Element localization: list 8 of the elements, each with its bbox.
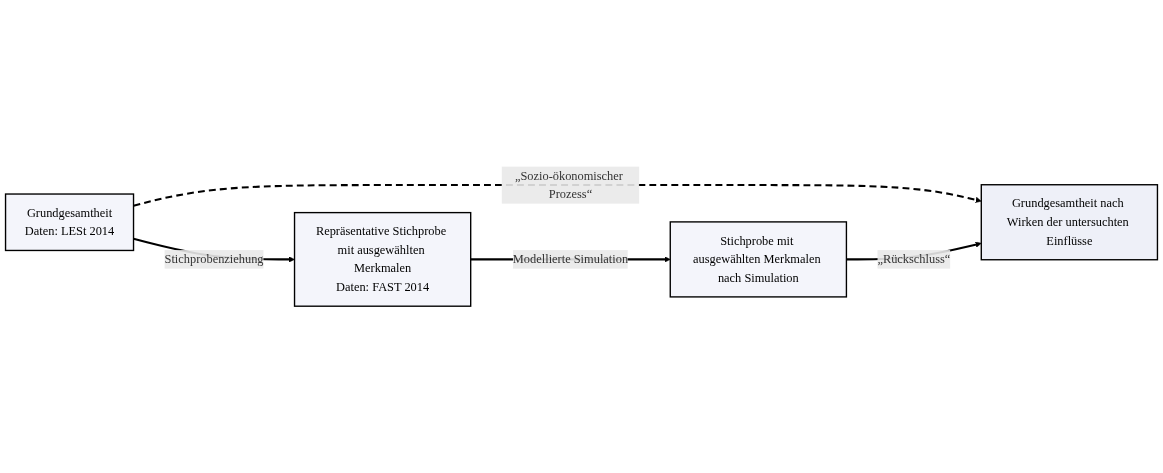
edge-label: Modellierte Simulation xyxy=(512,252,629,267)
node-box: Grundgesamtheit Daten: LESt 2014 xyxy=(4,193,135,252)
node-box: Stichprobe mit ausgewählten Merkmalen nach Simulation xyxy=(669,221,848,298)
edge-label: „Rückschluss“ xyxy=(877,252,951,267)
edge-label: „Sozio-ökonomischer Prozess“ xyxy=(514,168,623,202)
node-box: Grundgesamtheit nach Wirken der untersuchten Einflüsse xyxy=(980,184,1159,261)
edge-label: Stichprobenziehung xyxy=(164,252,264,267)
node-box: Repräsentative Stichprobe mit ausgewählten Merkmalen Daten: FAST 2014 xyxy=(293,212,472,308)
